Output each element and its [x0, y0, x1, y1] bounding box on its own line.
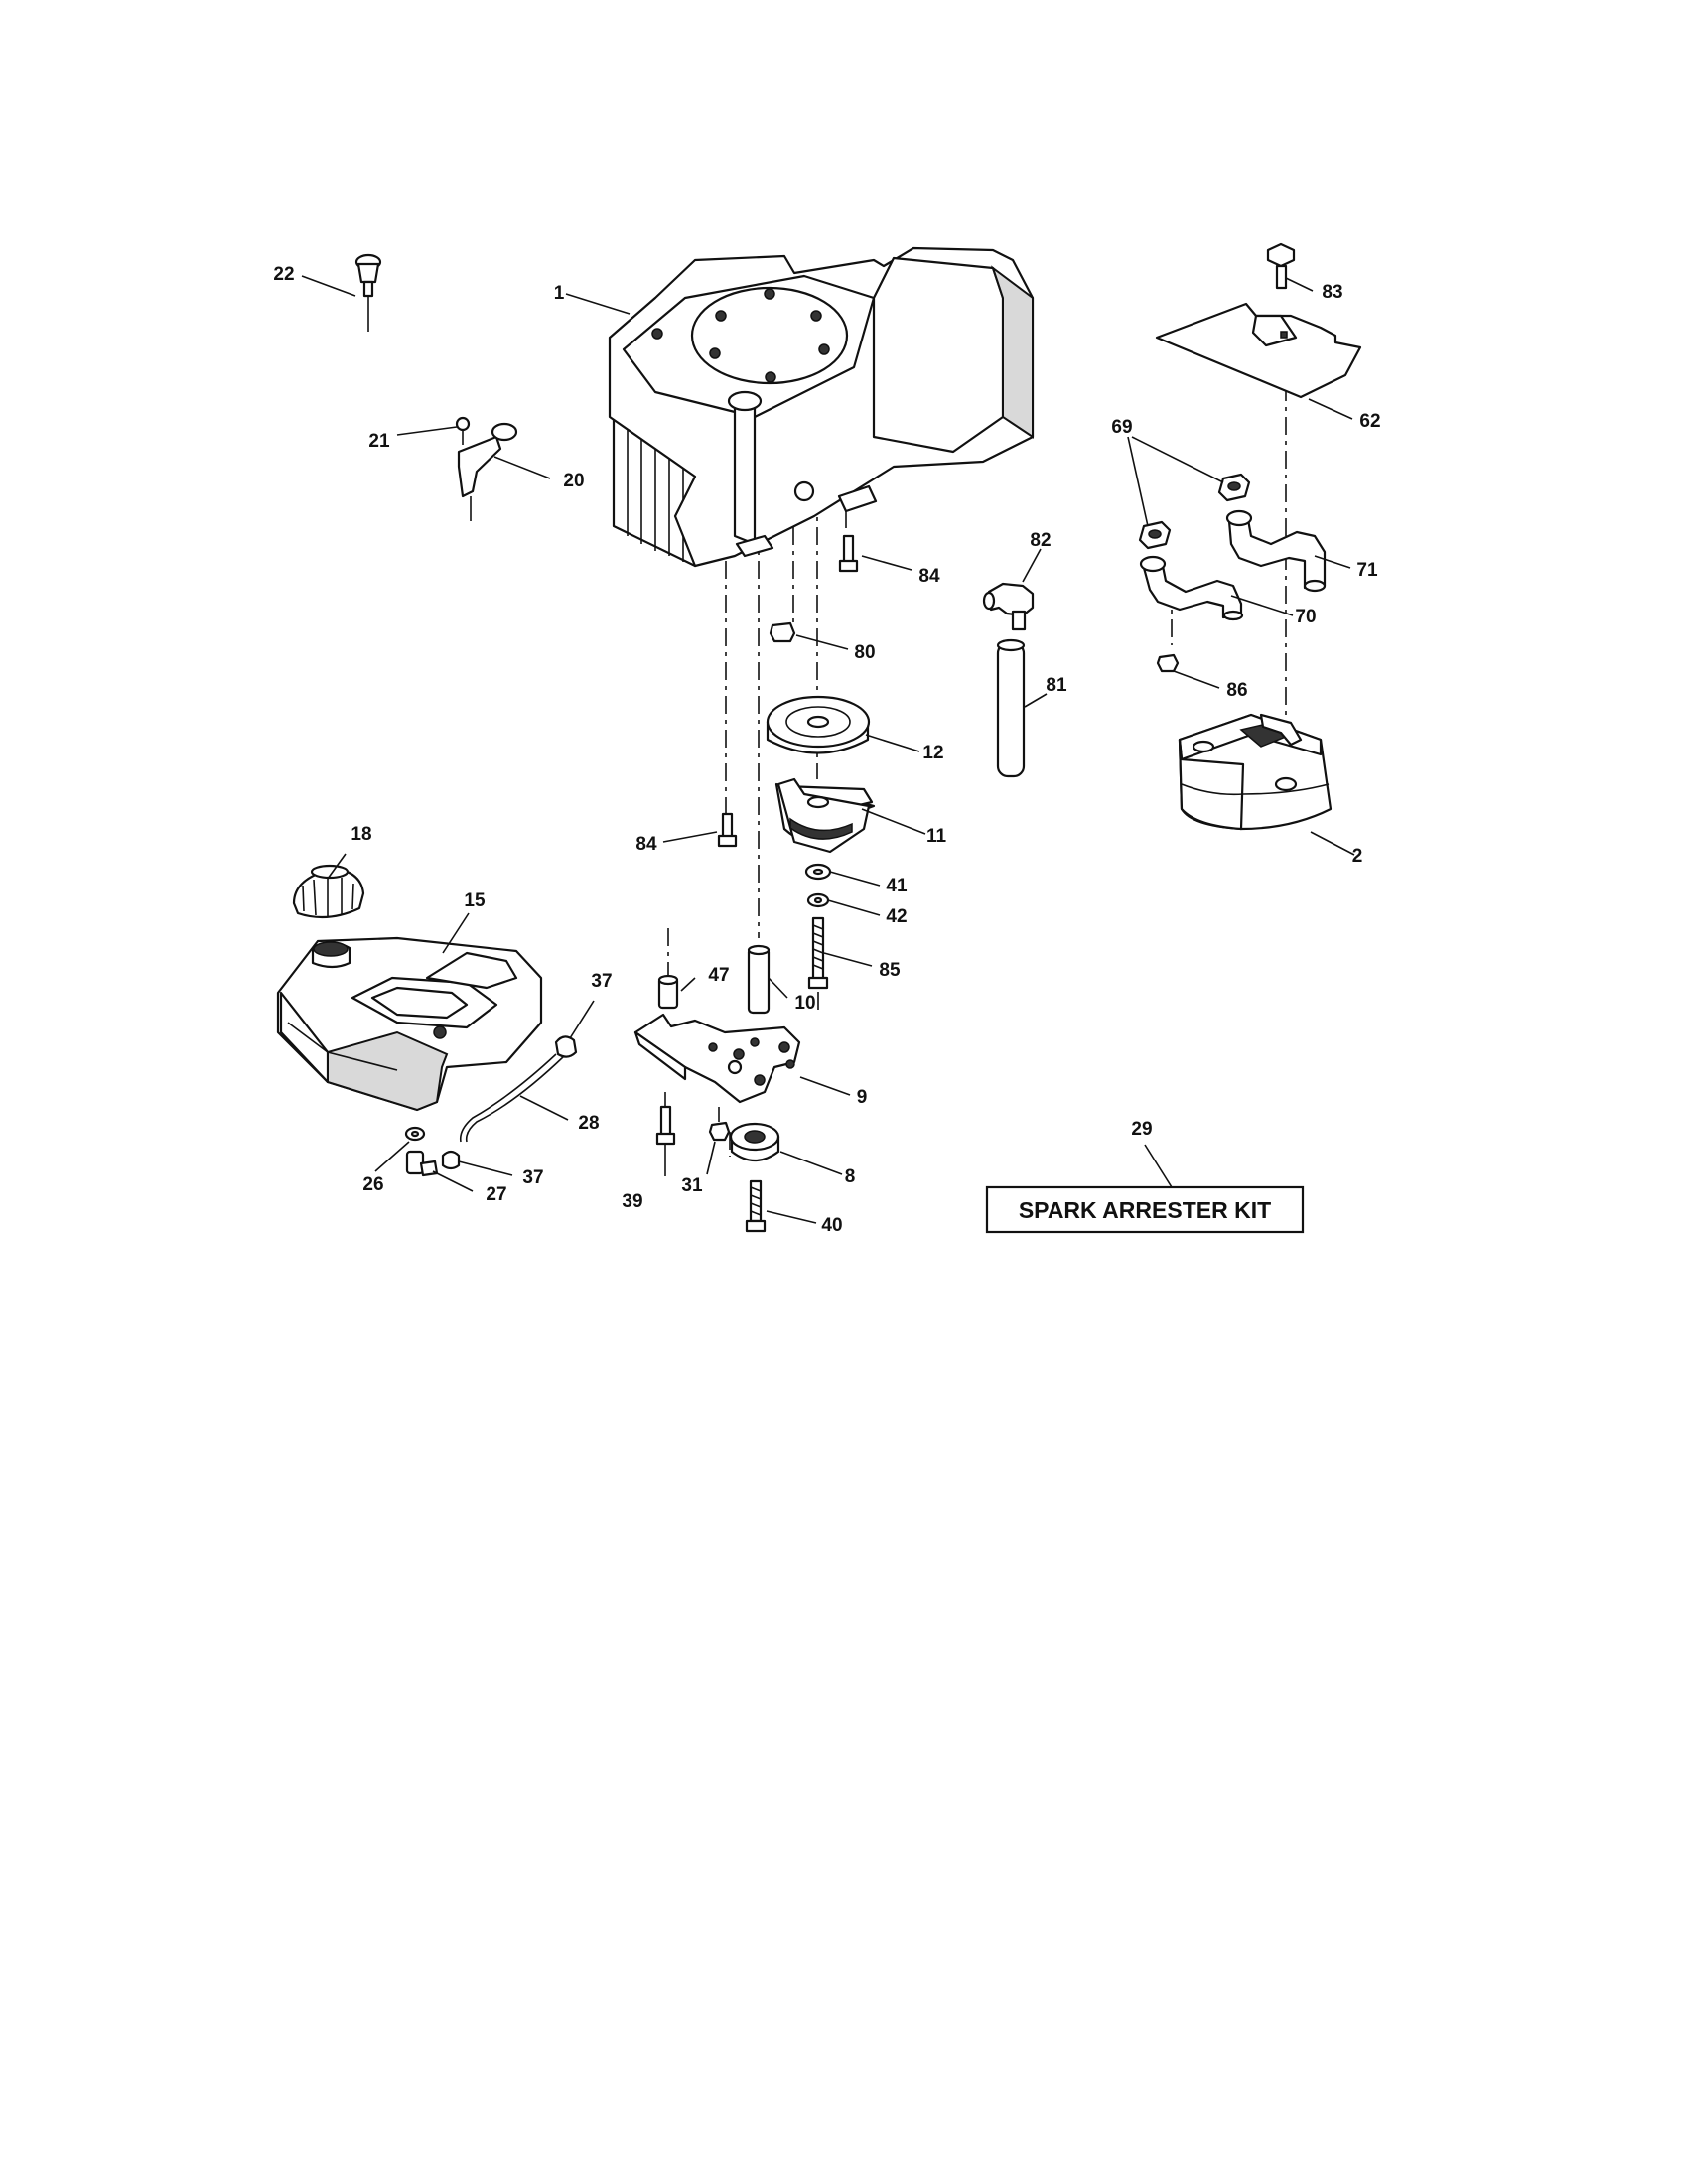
- part-47-spacer: [657, 974, 679, 1010]
- spark-arrester-kit-label: SPARK ARRESTER KIT: [1019, 1197, 1271, 1223]
- part-69-gaskets: [1138, 473, 1251, 550]
- label-86: 86: [1226, 680, 1247, 701]
- part-31-nut: [708, 1107, 731, 1142]
- label-28: 28: [578, 1113, 599, 1134]
- part-27-fuel-valve: [405, 1150, 439, 1177]
- part-83-screw: [1266, 242, 1296, 290]
- label-10: 10: [794, 993, 815, 1014]
- part-84-bolt-lower: [717, 812, 738, 848]
- part-10-spacer: [747, 944, 771, 1015]
- label-62: 62: [1359, 411, 1380, 432]
- label-41: 41: [886, 876, 908, 896]
- label-11: 11: [926, 826, 947, 847]
- label-83: 83: [1322, 282, 1342, 303]
- part-82-elbow: [982, 582, 1035, 631]
- part-62-heat-shield: [1155, 302, 1362, 399]
- label-8: 8: [845, 1166, 856, 1187]
- part-80-nut: [769, 621, 796, 643]
- leader-lines: [301, 275, 1355, 1224]
- spark-arrester-kit-box: SPARK ARRESTER KIT: [985, 1185, 1305, 1234]
- callout-labels: 22 1 21 20 84 80 12 11 41 42 85 84 47 10…: [273, 264, 1380, 1236]
- label-47: 47: [708, 965, 729, 986]
- label-84-lower: 84: [635, 834, 657, 855]
- part-85-bolt: [807, 916, 829, 990]
- part-37-clamp-lower: [441, 1150, 461, 1170]
- label-82: 82: [1030, 530, 1051, 551]
- label-81: 81: [1046, 675, 1067, 696]
- part-8-idler-pulley: [729, 1122, 780, 1162]
- part-12-pulley: [766, 695, 871, 754]
- part-2-muffler: [1178, 713, 1333, 831]
- label-31: 31: [681, 1175, 703, 1196]
- label-37-lower: 37: [522, 1167, 543, 1188]
- label-42: 42: [886, 906, 907, 927]
- part-37-clamp-upper: [554, 1035, 578, 1058]
- label-22: 22: [273, 264, 294, 285]
- label-20: 20: [563, 471, 584, 491]
- label-85: 85: [879, 960, 901, 981]
- part-86-nut: [1156, 653, 1180, 673]
- part-40-bolt: [745, 1179, 767, 1233]
- part-11-clutch: [774, 777, 876, 854]
- label-15: 15: [464, 890, 486, 911]
- part-71-exhaust-pipe: [1225, 509, 1327, 593]
- part-15-fuel-tank: [276, 936, 543, 1112]
- label-80: 80: [854, 642, 875, 663]
- label-69: 69: [1111, 417, 1132, 438]
- part-26-grommet: [404, 1126, 426, 1142]
- label-84-upper: 84: [918, 566, 940, 587]
- part-18-fuel-cap: [292, 864, 365, 919]
- label-70: 70: [1295, 607, 1316, 627]
- engine: [608, 246, 1035, 568]
- part-81-tube: [996, 638, 1026, 778]
- label-2: 2: [1352, 846, 1363, 867]
- part-22-dipstick-cap: [354, 253, 382, 332]
- label-40: 40: [821, 1215, 842, 1236]
- part-20-21-bracket: [455, 416, 518, 521]
- label-21: 21: [368, 431, 390, 452]
- label-12: 12: [922, 743, 943, 763]
- label-29: 29: [1131, 1119, 1152, 1140]
- label-1: 1: [554, 283, 565, 304]
- label-9: 9: [857, 1087, 868, 1108]
- label-18: 18: [351, 824, 371, 845]
- part-9-bracket: [633, 1013, 801, 1104]
- part-39-bolt: [655, 1092, 676, 1146]
- part-70-exhaust-pipe: [1139, 555, 1244, 621]
- part-28-fuel-line: [459, 1053, 565, 1143]
- part-41-washer: [804, 863, 832, 881]
- part-42-washer: [806, 892, 830, 908]
- label-39: 39: [622, 1191, 642, 1212]
- part-84-bolt-upper: [838, 534, 859, 573]
- label-26: 26: [362, 1174, 383, 1195]
- label-71: 71: [1356, 560, 1378, 581]
- label-27: 27: [486, 1184, 506, 1205]
- label-37-upper: 37: [591, 971, 612, 992]
